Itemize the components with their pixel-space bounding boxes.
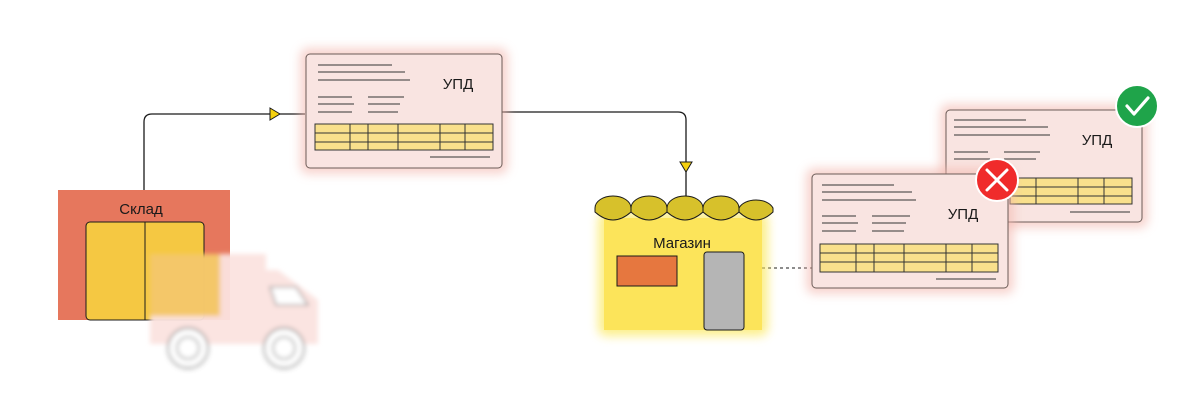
upd-document-card: УПД	[806, 168, 1014, 294]
document-table	[314, 123, 494, 151]
document-title: УПД	[948, 206, 978, 223]
document-title: УПД	[443, 76, 473, 93]
document-table	[1009, 177, 1133, 205]
truck-icon	[150, 254, 318, 369]
store-label: Магазин	[653, 235, 711, 252]
reject-x-icon	[975, 158, 1019, 202]
connector-warehouse-to-doc	[143, 113, 305, 190]
accept-check-icon	[1115, 84, 1159, 128]
upd-document-card: УПД	[300, 48, 508, 174]
document-title: УПД	[1082, 132, 1112, 149]
connector-doc-to-store	[502, 111, 687, 197]
store-awning	[594, 195, 774, 221]
store: Магазин	[594, 195, 774, 336]
warehouse-label: Склад	[119, 201, 163, 218]
store-door	[703, 251, 745, 331]
arrowhead-icon	[269, 107, 281, 121]
store-window	[616, 255, 678, 287]
document-table	[819, 243, 999, 273]
arrowhead-icon	[679, 161, 693, 173]
